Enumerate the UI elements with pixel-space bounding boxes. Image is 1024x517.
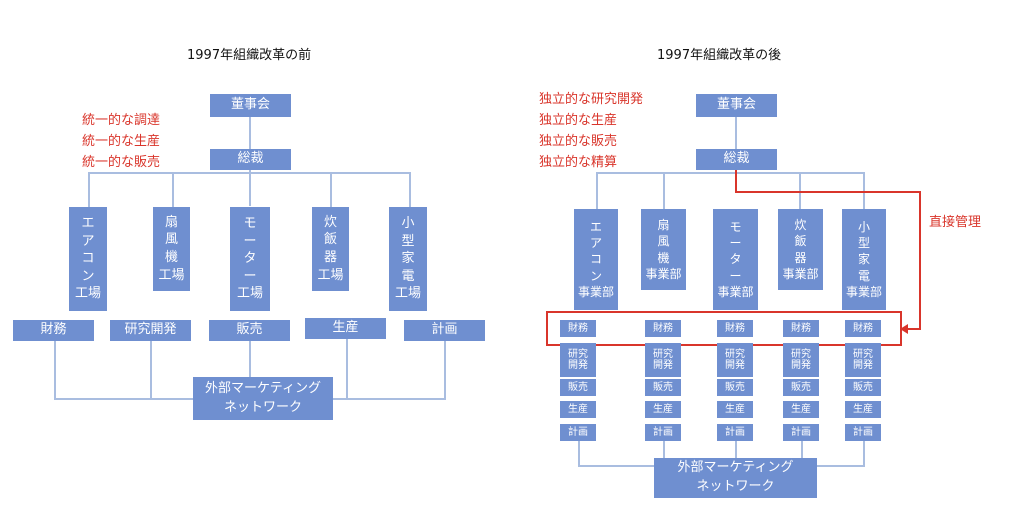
connector-line: [88, 172, 410, 174]
sub-sales-box: 販売: [845, 379, 881, 396]
connector-line: [596, 172, 598, 210]
division-aircon-box: エ ア コ ン 事業部: [574, 209, 618, 310]
connector-line: [333, 398, 446, 400]
sub-finance-box: 財務: [845, 320, 881, 337]
sub-planning-box: 計画: [783, 424, 819, 441]
sub-production-box: 生産: [845, 401, 881, 418]
division-motor-box: モ ー タ ー 事業部: [713, 209, 758, 310]
right-note: 独立的な精算: [539, 155, 618, 170]
connector-line: [663, 172, 665, 210]
direct-management-label: 直接管理: [929, 215, 982, 230]
connector-line: [172, 172, 174, 208]
connector-line: [249, 170, 251, 206]
division-ricecooker-box: 炊 飯 器 事業部: [778, 209, 823, 290]
connector-line: [249, 117, 251, 149]
connector-line: [54, 341, 56, 399]
sub-sales-box: 販売: [645, 379, 681, 396]
function-sales-box: 販売: [209, 320, 290, 341]
function-finance-box: 財務: [13, 320, 94, 341]
factory-aircon-box: エ ア コ ン 工場: [69, 207, 107, 311]
left-note: 統一的な販売: [82, 155, 161, 170]
connector-line: [817, 465, 865, 467]
connector-line: [54, 398, 194, 400]
connector-line: [150, 341, 152, 399]
right-board-box: 董事会: [696, 94, 777, 117]
right-network-box: 外部マーケティング ネットワーク: [654, 458, 817, 498]
factory-ricecooker-box: 炊 飯 器 工場: [312, 207, 349, 291]
connector-line: [578, 465, 654, 467]
sub-sales-box: 販売: [717, 379, 753, 396]
connector-line: [88, 172, 90, 208]
left-board-box: 董事会: [210, 94, 291, 117]
left-network-box: 外部マーケティング ネットワーク: [193, 377, 333, 420]
connector-line: [735, 117, 737, 149]
function-rd-box: 研究開発: [110, 320, 191, 341]
factory-smallappliance-box: 小 型 家 電 工場: [389, 207, 427, 311]
sub-finance-box: 財務: [783, 320, 819, 337]
sub-production-box: 生産: [560, 401, 596, 418]
sub-rd-box: 研究開発: [645, 343, 681, 377]
right-note: 独立的な研究開発: [539, 92, 644, 107]
sub-finance-box: 財務: [645, 320, 681, 337]
sub-planning-box: 計画: [560, 424, 596, 441]
sub-production-box: 生産: [717, 401, 753, 418]
right-note: 独立的な販売: [539, 134, 618, 149]
sub-rd-box: 研究開発: [717, 343, 753, 377]
right-note: 独立的な生産: [539, 113, 618, 128]
sub-planning-box: 計画: [845, 424, 881, 441]
connector-line: [330, 172, 332, 208]
connector-line: [596, 172, 864, 174]
connector-line: [663, 441, 665, 459]
sub-production-box: 生産: [645, 401, 681, 418]
sub-rd-box: 研究開発: [560, 343, 596, 377]
sub-sales-box: 販売: [560, 379, 596, 396]
function-planning-box: 計画: [404, 320, 485, 341]
connector-line: [801, 441, 803, 459]
connector-line: [249, 341, 251, 378]
left-note: 統一的な調達: [82, 113, 161, 128]
left-note: 統一的な生産: [82, 134, 161, 149]
division-fan-box: 扇 風 機 事業部: [641, 209, 686, 290]
factory-fan-box: 扇 風 機 工場: [153, 207, 190, 291]
sub-sales-box: 販売: [783, 379, 819, 396]
sub-finance-box: 財務: [560, 320, 596, 337]
division-smallappliance-box: 小 型 家 電 事業部: [842, 209, 886, 310]
connector-line: [346, 339, 348, 399]
right-president-box: 総裁: [696, 149, 777, 170]
factory-motor-box: モ ー タ ー 工場: [230, 207, 270, 311]
connector-line: [863, 441, 865, 467]
sub-rd-box: 研究開発: [783, 343, 819, 377]
connector-line: [735, 441, 737, 459]
sub-finance-box: 財務: [717, 320, 753, 337]
sub-production-box: 生産: [783, 401, 819, 418]
sub-rd-box: 研究開発: [845, 343, 881, 377]
function-production-box: 生産: [305, 318, 386, 339]
left-title: 1997年組織改革の前: [187, 48, 312, 63]
sub-planning-box: 計画: [717, 424, 753, 441]
connector-line: [444, 341, 446, 399]
right-title: 1997年組織改革の後: [657, 48, 782, 63]
connector-line: [409, 172, 411, 208]
left-president-box: 総裁: [210, 149, 291, 170]
connector-line: [578, 441, 580, 466]
sub-planning-box: 計画: [645, 424, 681, 441]
